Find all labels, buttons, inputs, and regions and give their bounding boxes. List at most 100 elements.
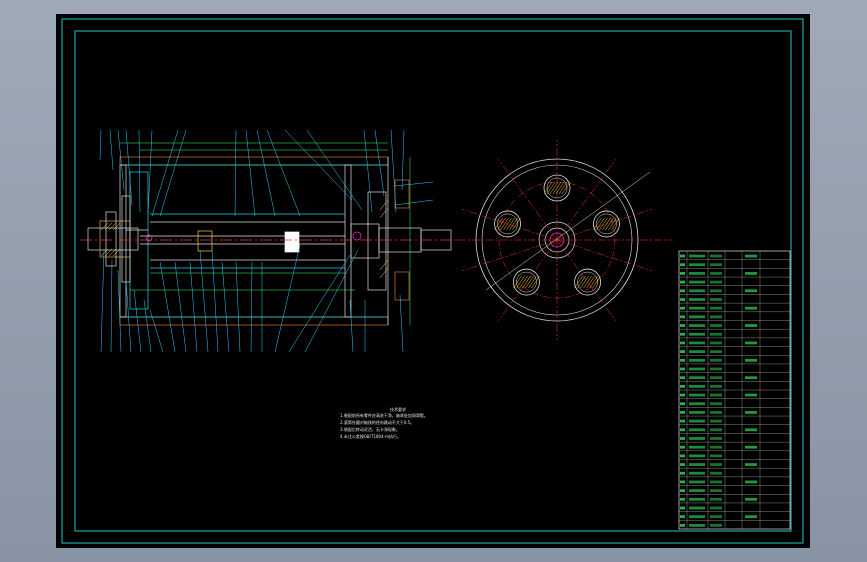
leader-line: [110, 259, 113, 353]
radial-centerline: [556, 239, 653, 272]
table-cell-mark: [710, 428, 722, 432]
table-cell-mark: [689, 437, 705, 440]
notes-line-3: 3.装配后转动灵活，无卡滞现象。: [340, 426, 400, 432]
bolt-boss: [513, 268, 540, 296]
radial-centerline: [498, 158, 558, 241]
leader-line: [151, 129, 179, 217]
table-cell-mark: [680, 306, 685, 310]
table-cell-mark: [745, 306, 757, 310]
notes-line-4: 4.未注公差按GB/T1804-m执行。: [340, 433, 401, 439]
table-cell-mark: [710, 489, 722, 493]
leader-line: [174, 261, 187, 353]
table-cell-mark: [680, 254, 685, 258]
leader-line: [149, 309, 164, 353]
table-cell-mark: [689, 384, 705, 388]
table-cell-mark: [680, 411, 685, 414]
table-cell-mark: [689, 419, 705, 423]
leader-line: [199, 249, 209, 353]
table-cell-mark: [745, 445, 757, 449]
table-cell-mark: [680, 523, 685, 527]
leader-line: [245, 129, 256, 217]
radial-centerline: [498, 239, 558, 322]
part-leaders: [99, 129, 434, 353]
table-cell-mark: [680, 393, 685, 397]
table-cell-mark: [680, 419, 685, 423]
table-cell-mark: [689, 402, 705, 406]
table-cell-mark: [710, 298, 722, 301]
table-cell-mark: [745, 358, 757, 362]
leader-line: [147, 129, 153, 215]
table-cell-mark: [745, 324, 757, 327]
table-cell-mark: [710, 350, 722, 354]
table-cell-mark: [680, 350, 685, 354]
leader-line: [401, 129, 405, 191]
table-cell-mark: [710, 332, 722, 336]
leader-line: [304, 249, 359, 353]
table-cell-mark: [689, 272, 705, 275]
table-cell-mark: [689, 393, 705, 397]
leader-line: [306, 129, 363, 211]
table-cell-mark: [680, 402, 685, 406]
leader-line: [221, 261, 230, 353]
leader-line: [133, 289, 142, 353]
table-cell-mark: [689, 341, 705, 345]
table-cell-mark: [689, 497, 705, 501]
leader-line: [235, 261, 241, 353]
table-cell-mark: [710, 263, 722, 267]
table-cell-mark: [689, 315, 705, 319]
table-cell-mark: [689, 332, 705, 336]
table-cell-mark: [689, 306, 705, 310]
table-cell-mark: [745, 289, 757, 293]
table-cell-mark: [680, 506, 685, 510]
table-cell-mark: [710, 393, 722, 397]
table-cell-mark: [745, 341, 757, 345]
table-cell-mark: [680, 358, 685, 362]
leader-line: [274, 244, 301, 353]
table-cell-mark: [710, 419, 722, 423]
table-cell-mark: [680, 272, 685, 275]
table-cell-mark: [710, 523, 722, 527]
table-cell-mark: [689, 506, 705, 510]
bolt-boss: [494, 210, 521, 238]
table-cell-mark: [689, 523, 705, 527]
table-cell-mark: [680, 341, 685, 345]
leader-line: [189, 261, 198, 353]
notes-heading: 技术要求: [390, 406, 406, 412]
table-cell-mark: [689, 254, 705, 258]
table-cell-mark: [680, 324, 685, 327]
table-cell-mark: [680, 376, 685, 380]
parts-table: [678, 250, 791, 530]
table-cell-mark: [680, 428, 685, 432]
table-cell-mark: [680, 463, 685, 466]
table-cell-mark: [689, 445, 705, 449]
end-view: [458, 140, 672, 340]
leader-line: [250, 261, 253, 353]
table-cell-mark: [689, 480, 705, 484]
table-cell-mark: [689, 289, 705, 293]
leader-line: [138, 129, 141, 213]
table-cell-mark: [689, 515, 705, 519]
table-cell-mark: [680, 497, 685, 501]
table-cell-mark: [710, 480, 722, 484]
table-cell-mark: [689, 350, 705, 354]
table-cell-mark: [710, 497, 722, 501]
table-cell-mark: [680, 298, 685, 301]
table-cell-mark: [680, 437, 685, 440]
table-cell-mark: [689, 471, 705, 475]
radial-centerline: [556, 208, 653, 241]
table-cell-mark: [710, 454, 722, 458]
technical-notes: 技术要求 1.装配前所有零件应清洗干净，轴承处加润滑脂。 2.滚筒外圆对轴线的径…: [340, 406, 428, 439]
leader-line: [349, 299, 354, 353]
table-cell-mark: [710, 463, 722, 466]
table-cell-mark: [680, 471, 685, 475]
table-cell-mark: [689, 358, 705, 362]
table-cell-mark: [680, 367, 685, 371]
leader-line: [99, 129, 102, 161]
table-cell-mark: [680, 480, 685, 484]
leader-line: [390, 129, 397, 213]
leader-line: [363, 129, 373, 213]
table-cell-mark: [710, 437, 722, 440]
left-shaft: [87, 227, 139, 251]
